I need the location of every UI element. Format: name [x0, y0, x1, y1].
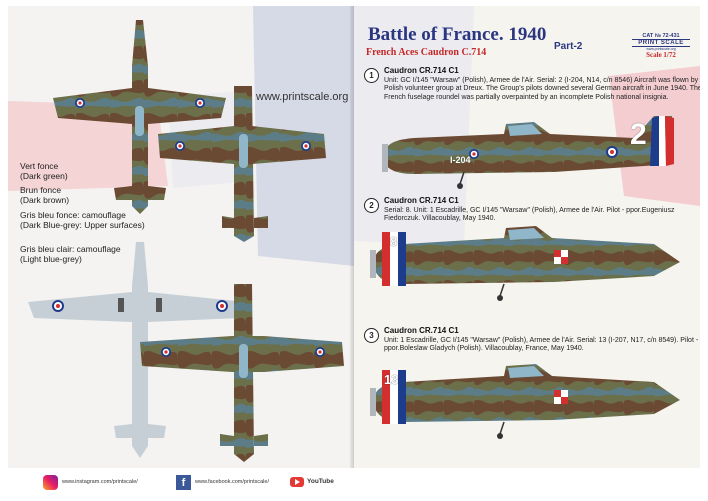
legend-translation: (Dark brown): [20, 195, 70, 205]
youtube-icon[interactable]: [290, 477, 304, 487]
entry-number-1: 1: [364, 68, 379, 83]
entry-number-2: 2: [364, 198, 379, 213]
legend-translation: (Light blue-grey): [20, 254, 82, 264]
legend-name: Gris bleu clair: camouflage: [20, 244, 121, 254]
aircraft-side-profile-1: [382, 116, 674, 189]
legend-name: Brun fonce: [20, 185, 62, 195]
facebook-icon[interactable]: f: [176, 475, 191, 490]
legend-name: Vert fonce: [20, 161, 59, 171]
part-label: Part-2: [554, 41, 583, 52]
left-page: www.printscale.org Vert fonce (Dark gree…: [8, 6, 354, 468]
legend-item-dark-brown: Brun fonce (Dark brown): [20, 185, 69, 205]
catalog-number: CAT № 72-431: [642, 33, 680, 39]
legend-translation: (Dark Blue-grey: Upper surfaces): [20, 220, 145, 230]
page-title: Battle of France. 1940: [368, 24, 547, 45]
page-subtitle: French Aces Caudron C.714: [366, 47, 487, 58]
scale-label: Scale 1/72: [646, 51, 676, 59]
legend-item-dark-blue-grey: Gris bleu fonce: camouflage (Dark Blue-g…: [20, 210, 145, 230]
tail-marking-2: 8: [390, 234, 398, 249]
brand-logo: PRINT SCALE: [632, 39, 690, 47]
left-page-artwork: [8, 6, 354, 462]
legend-item-light-blue-grey: Gris bleu clair: camouflage (Light blue-…: [20, 244, 121, 264]
aircraft-underside-view: [28, 242, 246, 458]
aircraft-top-view-1: [53, 20, 226, 214]
entry-text-2: Serial: 8. Unit: 1 Escadrille, GC I/145 …: [384, 207, 675, 223]
aircraft-top-view-3: [140, 284, 344, 462]
entry-title-2: Caudron CR.714 C1: [384, 196, 459, 205]
entry-title-1: Caudron CR.714 C1: [384, 66, 459, 75]
entry-title-3: Caudron CR.714 C1: [384, 326, 459, 335]
aircraft-side-profile-2: [370, 226, 680, 301]
right-page-artwork: [354, 6, 700, 439]
entry-text-3: Unit: 1 Escadrille, GC I/145 "Warsaw" (P…: [384, 337, 699, 353]
right-page: Battle of France. 1940 Part-2 French Ace…: [354, 6, 700, 468]
fuselage-code-1: I-204: [450, 155, 471, 165]
flag-white-shape-right: [354, 6, 474, 246]
instagram-link[interactable]: www.instagram.com/printscale/: [62, 479, 138, 485]
brand-url: www.printscale.org: [646, 47, 676, 51]
entry-number-3: 3: [364, 328, 379, 343]
youtube-link[interactable]: YouTube: [307, 478, 334, 485]
website-url[interactable]: www.printscale.org: [256, 91, 349, 103]
legend-item-dark-green: Vert fonce (Dark green): [20, 161, 68, 181]
instagram-icon[interactable]: [43, 475, 58, 490]
legend-translation: (Dark green): [20, 171, 68, 181]
entry-text-1: Unit: GC I/145 "Warsaw" (Polish), Armee …: [384, 77, 700, 101]
catalog-box: CAT № 72-431 PRINT SCALE www.printscale.…: [632, 33, 690, 59]
tail-marking-1: 2: [630, 118, 647, 151]
aircraft-top-view-2: [158, 86, 326, 242]
footer-bar: [0, 468, 708, 501]
tail-marking-3: 13: [384, 372, 399, 387]
facebook-link[interactable]: www.facebook.com/printscale/: [195, 479, 269, 485]
legend-name: Gris bleu fonce: camouflage: [20, 210, 126, 220]
aircraft-side-profile-3: [370, 364, 680, 439]
